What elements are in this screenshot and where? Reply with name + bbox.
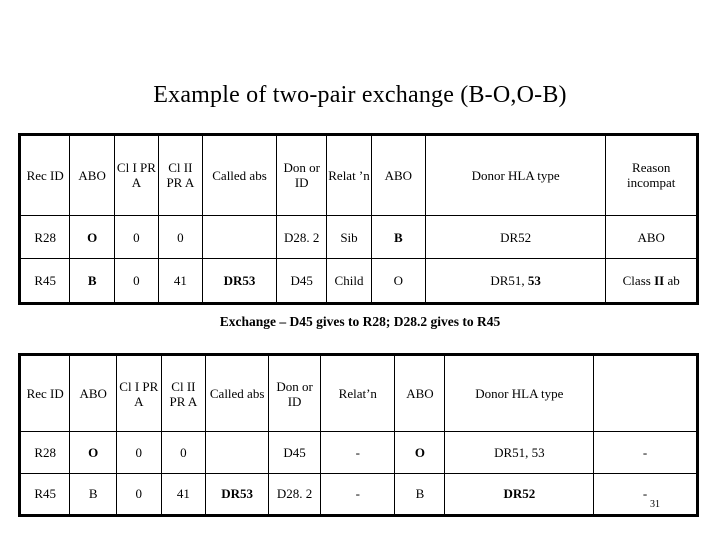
cell-class2-pra: 0 [157,214,203,260]
cell-donor-hla-type: DR51, 53 [444,431,595,474]
cell-class1-pra: 0 [113,258,159,303]
cell-abo-donor: B [370,214,426,260]
cell-donor-id: D28. 2 [276,214,328,260]
col-header-called-abs: Called abs [201,135,278,216]
cell-abo-recipient: O [69,214,115,260]
table-post-exchange: Rec ID ABO Cl I PR A Cl II PR A Called a… [18,353,699,517]
col-header-donor-hla-type: Donor HLA type [444,354,595,433]
col-header-class2-pra: Cl II PR A [160,354,207,433]
col-header-rec-id: Rec ID [19,354,71,433]
cell-abo-donor: O [370,258,426,303]
table-row: R28 O 0 0 D28. 2 Sib B DR52 ABO [19,214,697,260]
col-header-blank [593,354,697,433]
cell-donor-hla-type: DR51, 53 [424,258,607,303]
table-header-row: Rec ID ABO Cl I PR A Cl II PR A Called a… [19,135,697,216]
table-row: R45 B 0 41 DR53 D28. 2 - B DR52 - [19,472,697,515]
col-header-donor-hla-type: Donor HLA type [424,135,607,216]
cell-class2-pra: 41 [160,472,207,515]
cell-class1-pra: 0 [115,431,162,474]
cell-reason-incompat: - [593,431,697,474]
cell-abo-donor: O [394,431,446,474]
cell-class2-pra: 0 [160,431,207,474]
cell-donor-id: D28. 2 [268,472,322,515]
cell-donor-hla-type: DR52 [444,472,595,515]
cell-class2-pra: 41 [157,258,203,303]
cell-rec-id: R28 [19,431,71,474]
cell-relation: Child [326,258,372,303]
cell-called-abs [201,214,278,260]
table-header-row: Rec ID ABO Cl I PR A Cl II PR A Called a… [19,354,697,433]
col-header-abo-recipient: ABO [69,354,117,433]
cell-relation: - [320,472,396,515]
table-row: R45 B 0 41 DR53 D45 Child O DR51, 53 Cla… [19,258,697,303]
cell-relation: Sib [326,214,372,260]
col-header-abo-donor: ABO [370,135,426,216]
col-header-relation: Relat ’n [326,135,372,216]
table-pre-exchange-grid: Rec ID ABO Cl I PR A Cl II PR A Called a… [19,135,697,303]
table-row: R28 O 0 0 D45 - O DR51, 53 - [19,431,697,474]
cell-abo-recipient: B [69,258,115,303]
cell-donor-id: D45 [276,258,328,303]
cell-reason-incompat: ABO [605,214,697,260]
cell-class1-pra: 0 [115,472,162,515]
cell-rec-id: R28 [19,214,71,260]
cell-rec-id: R45 [19,258,71,303]
cell-donor-hla-type: DR52 [424,214,607,260]
cell-called-abs: DR53 [205,472,270,515]
col-header-donor-id: Don or ID [268,354,322,433]
col-header-rec-id: Rec ID [19,135,71,216]
cell-rec-id: R45 [19,472,71,515]
col-header-abo-recipient: ABO [69,135,115,216]
cell-reason-incompat: Class II ab [605,258,697,303]
col-header-donor-id: Don or ID [276,135,328,216]
col-header-abo-donor: ABO [394,354,446,433]
cell-abo-recipient: O [69,431,117,474]
exchange-note: Exchange – D45 gives to R28; D28.2 gives… [219,314,501,329]
page-number: 31 [650,499,660,510]
col-header-class2-pra: Cl II PR A [157,135,203,216]
col-header-called-abs: Called abs [205,354,270,433]
table-post-exchange-grid: Rec ID ABO Cl I PR A Cl II PR A Called a… [19,354,697,515]
cell-class1-pra: 0 [113,214,159,260]
table-pre-exchange: Rec ID ABO Cl I PR A Cl II PR A Called a… [18,133,699,305]
cell-abo-donor: B [394,472,446,515]
cell-called-abs: DR53 [201,258,278,303]
cell-reason-incompat: - [593,472,697,515]
page-title: Example of two-pair exchange (B-O,O-B) [153,82,567,108]
cell-donor-id: D45 [268,431,322,474]
cell-relation: - [320,431,396,474]
cell-called-abs [205,431,270,474]
cell-abo-recipient: B [69,472,117,515]
col-header-class1-pra: Cl I PR A [113,135,159,216]
col-header-reason-incompat: Reason incompat [605,135,697,216]
col-header-class1-pra: Cl I PR A [115,354,162,433]
col-header-relation: Relat’n [320,354,396,433]
